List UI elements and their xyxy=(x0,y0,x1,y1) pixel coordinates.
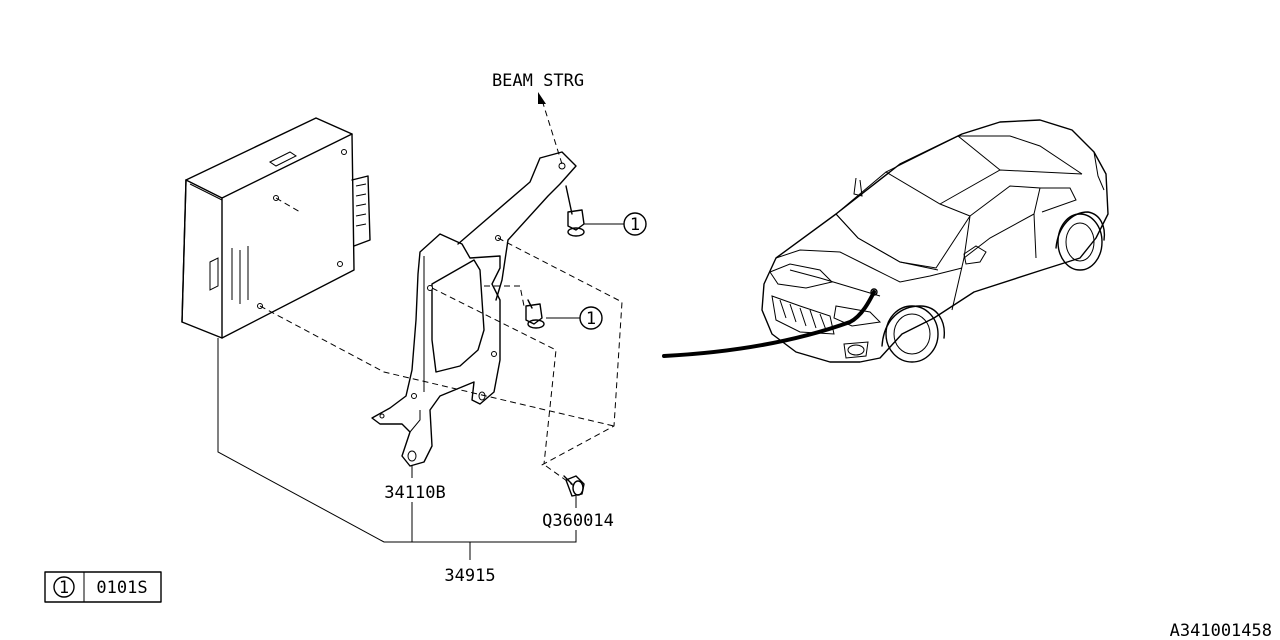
part-leaders xyxy=(217,338,577,560)
callout-number: 1 xyxy=(630,215,640,235)
legend-callout-number: 1 xyxy=(59,578,69,598)
bolt-middle[interactable] xyxy=(525,299,545,329)
assembly-guide-lines xyxy=(259,197,623,487)
part-number-34110b[interactable]: 34110B xyxy=(384,483,445,503)
part-number-34915[interactable]: 34915 xyxy=(444,566,495,586)
beam-strg-arrow xyxy=(538,92,563,165)
callout-upper[interactable]: 1 xyxy=(584,212,647,236)
callout-middle[interactable]: 1 xyxy=(546,306,603,330)
control-module[interactable] xyxy=(181,117,371,339)
location-pointer-line xyxy=(662,290,876,358)
legend-box: 1 0101S xyxy=(44,571,162,603)
car-illustration xyxy=(761,119,1109,363)
beam-strg-label: BEAM STRG xyxy=(492,71,584,91)
bolt-q360014[interactable] xyxy=(563,475,585,497)
legend-code: 0101S xyxy=(96,578,147,598)
bracket-34110b[interactable] xyxy=(371,151,577,467)
callout-number: 1 xyxy=(586,309,596,329)
bolt-upper[interactable] xyxy=(565,185,585,237)
part-number-q360014[interactable]: Q360014 xyxy=(542,511,614,531)
drawing-id: A341001458 xyxy=(1170,621,1272,640)
